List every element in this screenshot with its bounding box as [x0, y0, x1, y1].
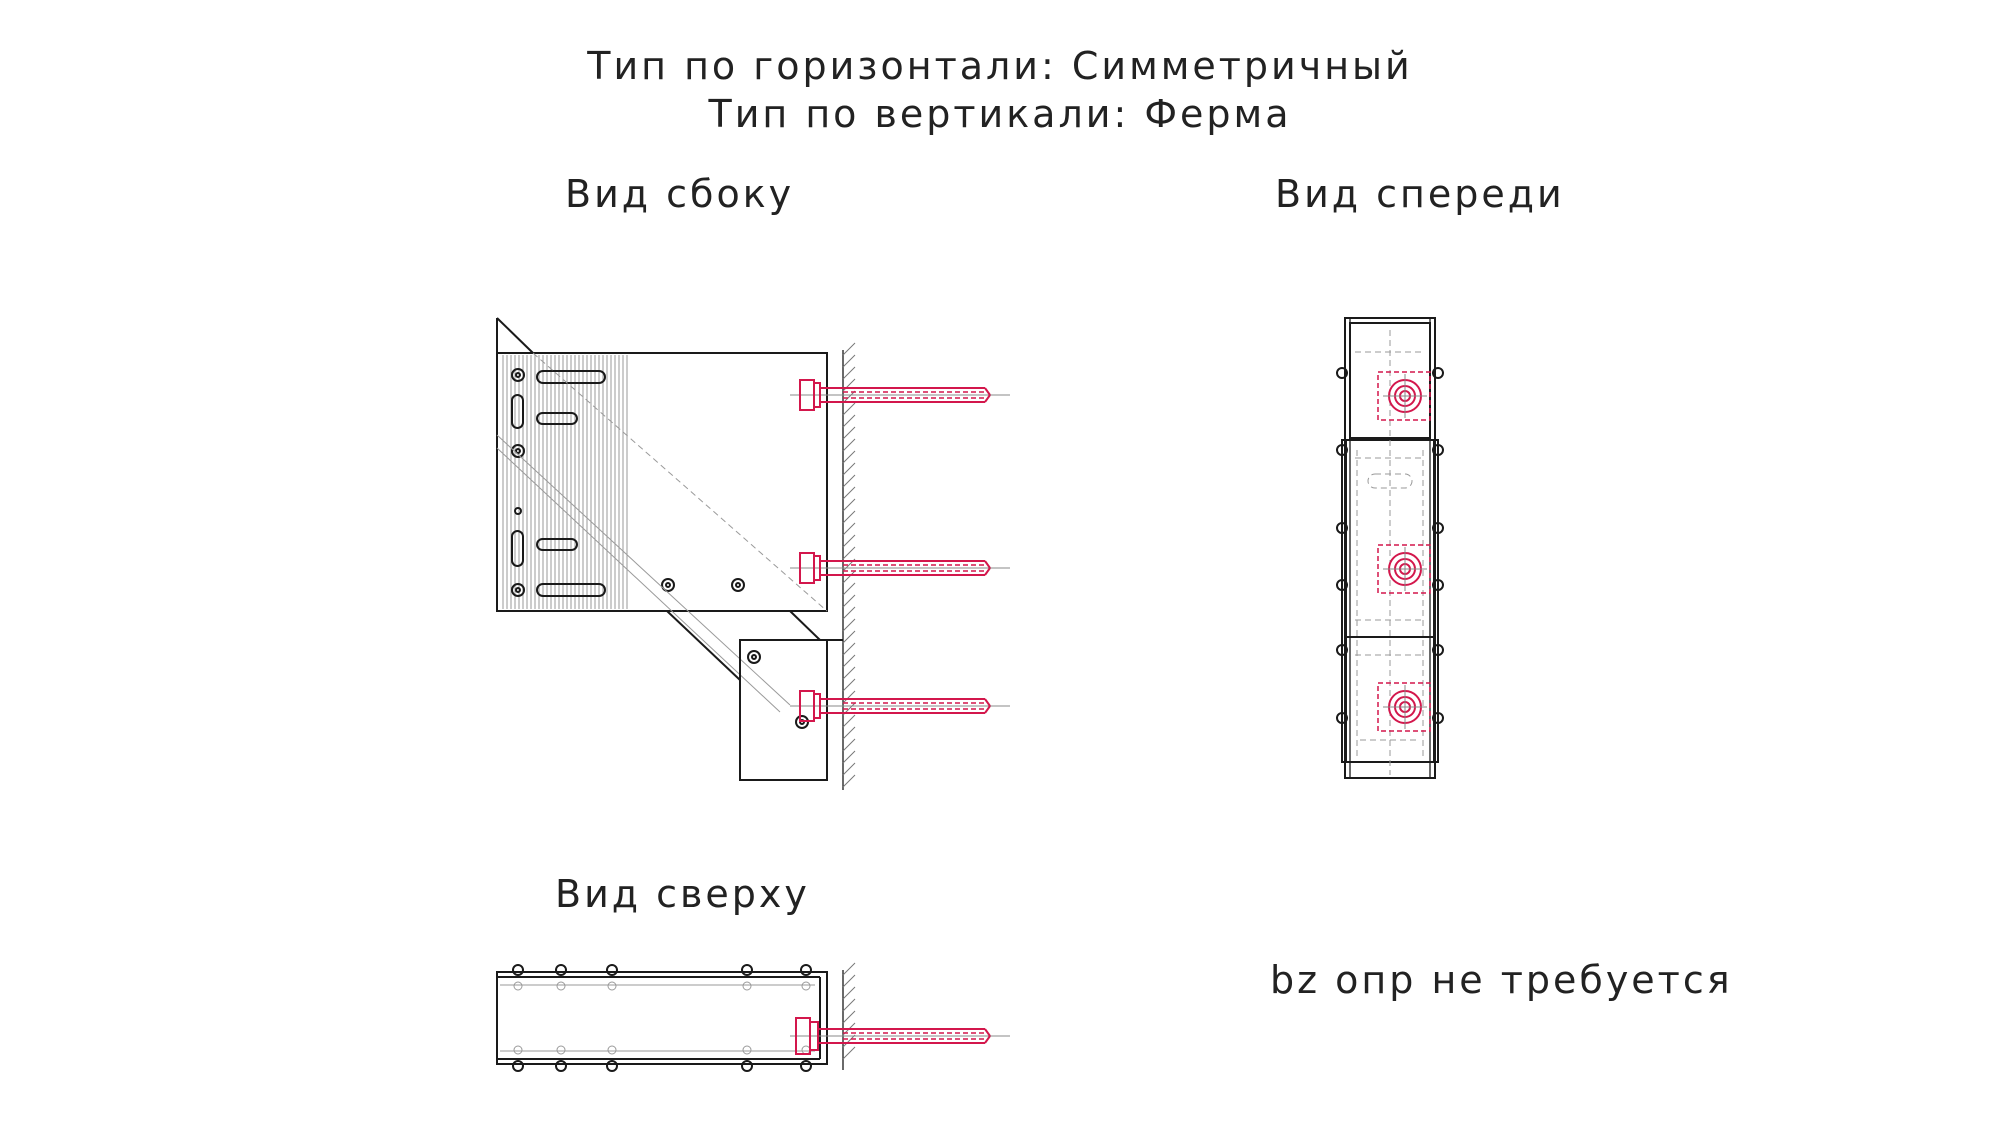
bolt-hole-bottom-row: [742, 1045, 752, 1055]
wall-hatch-line: [842, 594, 856, 608]
bolt-hole-bottom-row: [556, 1045, 566, 1055]
wall-hatch-line: [842, 974, 856, 988]
wall-hatch-line: [842, 342, 856, 356]
bolt-head-top-row: [555, 964, 567, 976]
wall-hatch-line: [842, 774, 856, 788]
wall-hatch-line: [842, 998, 856, 1012]
wall-hatch-line: [842, 666, 856, 680]
side-diagonal-strut: [496, 352, 828, 713]
front-view-drawing: [1336, 317, 1444, 779]
top-view-title: Вид сверху: [555, 872, 810, 916]
wall-hatch-line: [842, 510, 856, 524]
wall-hatch-line: [842, 486, 856, 500]
top-bolts: [512, 964, 812, 1072]
wall-hatch-line: [842, 750, 856, 764]
bolt-hole-top-row: [607, 981, 617, 991]
wall-hatch-line: [842, 414, 856, 428]
front-side-bolts: [1336, 367, 1444, 724]
bolt-head-top-row: [606, 964, 618, 976]
bolt-hole-bottom-row: [513, 1045, 523, 1055]
wall-hatch-line: [842, 450, 856, 464]
bolt-head-bottom-row: [800, 1060, 812, 1072]
wall-hatch-line: [842, 690, 856, 704]
bolt-hole-top-row: [513, 981, 523, 991]
wall-hatch-line: [842, 474, 856, 488]
wall-hatch-line: [842, 726, 856, 740]
wall-hatch-line: [842, 678, 856, 692]
bolt-head-bottom-row: [555, 1060, 567, 1072]
side-anchor-middle: [790, 552, 1010, 584]
bolt-head-top-row: [512, 964, 524, 976]
front-anchor-top: [1377, 371, 1431, 421]
wall-hatch-line: [842, 546, 856, 560]
front-anchor-middle: [1377, 544, 1431, 594]
wall-hatch-line: [842, 1010, 856, 1024]
side-main-plate: [496, 317, 828, 612]
wall-hatch-line: [842, 962, 856, 976]
side-wall: [842, 342, 856, 790]
wall-hatch-line: [842, 642, 856, 656]
header-line-vertical-type: Тип по вертикали: Ферма: [708, 92, 1292, 136]
bolt-head-top-row: [741, 964, 753, 976]
wall-hatch-line: [842, 1034, 856, 1048]
header-line-horizontal-type: Тип по горизонтали: Симметричный: [587, 44, 1413, 88]
wall-hatch-line: [842, 630, 856, 644]
side-plate-bolts: [511, 368, 745, 597]
top-view-drawing: [496, 962, 1010, 1072]
front-anchor-bottom: [1377, 682, 1431, 732]
wall-hatch-line: [842, 618, 856, 632]
bolt-hole-top-row: [556, 981, 566, 991]
wall-hatch-line: [842, 570, 856, 584]
top-wall: [842, 962, 856, 1070]
bolt-hole-top-row: [742, 981, 752, 991]
wall-hatch-line: [842, 366, 856, 380]
side-view-title: Вид сбоку: [565, 172, 795, 216]
side-plate-slots: [511, 370, 606, 597]
wall-hatch-line: [842, 654, 856, 668]
side-anchor-bottom: [790, 690, 1010, 722]
front-hidden-lines: [1355, 330, 1425, 775]
anchor-note: bz опр не требуется: [1270, 958, 1733, 1002]
top-anchor: [790, 1017, 1010, 1055]
wall-hatch-line: [842, 986, 856, 1000]
wall-hatch-line: [842, 498, 856, 512]
bolt-head-bottom-row: [741, 1060, 753, 1072]
wall-hatch-line: [842, 582, 856, 596]
wall-hatch-line: [842, 534, 856, 548]
wall-hatch-line: [842, 714, 856, 728]
wall-hatch-line: [842, 1046, 856, 1060]
front-view-title: Вид спереди: [1275, 172, 1565, 216]
side-lower-plate: [739, 639, 843, 781]
wall-hatch-line: [842, 606, 856, 620]
bolt-hole-top-row: [801, 981, 811, 991]
bolt-hole-bottom-row: [801, 1045, 811, 1055]
bolt-hole-bottom-row: [607, 1045, 617, 1055]
wall-hatch-line: [842, 438, 856, 452]
bolt-head-top-row: [800, 964, 812, 976]
wall-hatch-line: [842, 354, 856, 368]
bolt-head-bottom-row: [512, 1060, 524, 1072]
side-anchor-top: [790, 379, 1010, 411]
wall-hatch-line: [842, 462, 856, 476]
bolt-head-bottom-row: [606, 1060, 618, 1072]
side-view-drawing: [496, 317, 1010, 790]
wall-hatch-line: [842, 378, 856, 392]
top-bracket-body: [496, 971, 828, 1065]
wall-hatch-line: [842, 762, 856, 776]
wall-hatch-line: [842, 738, 856, 752]
wall-hatch-line: [842, 402, 856, 416]
wall-hatch-line: [842, 426, 856, 440]
wall-hatch-line: [842, 522, 856, 536]
